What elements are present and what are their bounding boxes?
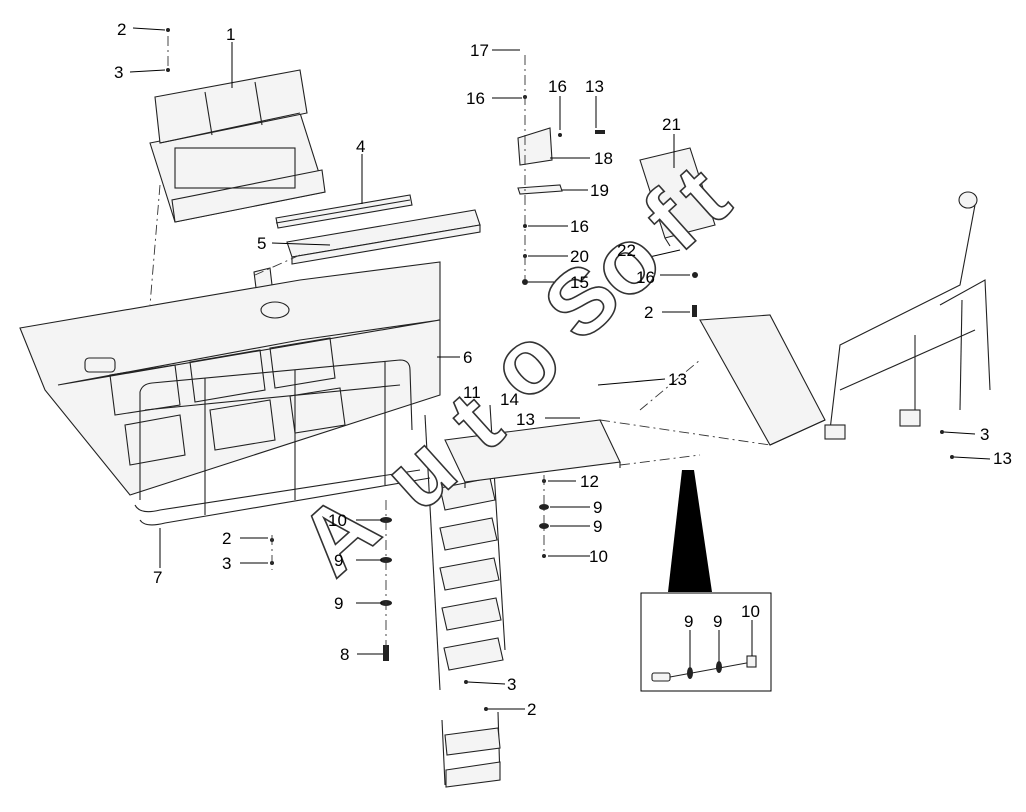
- seat-pad: [639, 147, 716, 247]
- callout-6: 6: [463, 348, 472, 367]
- callout-13: 13: [668, 370, 687, 389]
- inset-callout-10: 10: [741, 602, 760, 621]
- angle-bracket-4: [275, 194, 413, 229]
- callout-9: 9: [593, 498, 602, 517]
- inset-callout-9: 9: [713, 612, 722, 631]
- callout-9: 9: [593, 517, 602, 536]
- callout-21: 21: [662, 115, 681, 134]
- callout-19: 19: [590, 181, 609, 200]
- callout-16: 16: [548, 77, 567, 96]
- tread-plate-right: [699, 314, 826, 446]
- callout-20: 20: [570, 247, 589, 266]
- tread-plate-center: [444, 419, 621, 488]
- toolbox: [149, 69, 326, 223]
- callout-7: 7: [153, 568, 162, 587]
- callout-11: 11: [463, 383, 481, 402]
- right-handrail-frame: [824, 191, 991, 440]
- callout-13: 13: [993, 449, 1012, 468]
- callout-2: 2: [222, 529, 231, 548]
- callout-17: 17: [470, 41, 489, 60]
- ladder: [424, 404, 506, 691]
- callout-5: 5: [257, 234, 266, 253]
- callout-3: 3: [222, 554, 231, 573]
- callout-8: 8: [340, 645, 349, 664]
- inset-callout-9: 9: [684, 612, 693, 631]
- callout-16: 16: [636, 268, 655, 287]
- handrail: [134, 359, 431, 526]
- callout-16: 16: [570, 217, 589, 236]
- assembly-centerlines: [149, 36, 771, 650]
- detail-inset: [640, 470, 772, 692]
- callout-14: 14: [500, 390, 519, 409]
- leader-lines: [129, 27, 991, 710]
- callout-10: 10: [589, 547, 608, 566]
- callout-9: 9: [334, 551, 343, 570]
- lower-step: [441, 711, 501, 788]
- callout-3: 3: [507, 675, 516, 694]
- callout-15: 15: [570, 273, 589, 292]
- platform-panel: [19, 261, 441, 496]
- callout-9: 9: [334, 594, 343, 613]
- callout-4: 4: [356, 137, 365, 156]
- callout-2: 2: [527, 700, 536, 719]
- callout-1: 1: [226, 25, 235, 44]
- callout-13: 13: [585, 77, 604, 96]
- svg-text:u: u: [365, 416, 475, 529]
- callout-3: 3: [980, 425, 989, 444]
- callout-16: 16: [466, 89, 485, 108]
- svg-text:A: A: [280, 475, 398, 595]
- callout-22: 22: [617, 241, 636, 260]
- callout-10: 10: [328, 511, 347, 530]
- callout-13: 13: [516, 410, 535, 429]
- callout-2: 2: [644, 303, 653, 322]
- callout-2: 2: [117, 20, 126, 39]
- callout-18: 18: [594, 149, 613, 168]
- callout-labels: 2 3 1 4 5 6 7 8 11 14 13 13 13 13 17 16 …: [114, 20, 1012, 719]
- strap-19: [517, 184, 563, 195]
- bracket-18: [517, 127, 553, 166]
- callout-12: 12: [580, 472, 599, 491]
- callout-3: 3: [114, 63, 123, 82]
